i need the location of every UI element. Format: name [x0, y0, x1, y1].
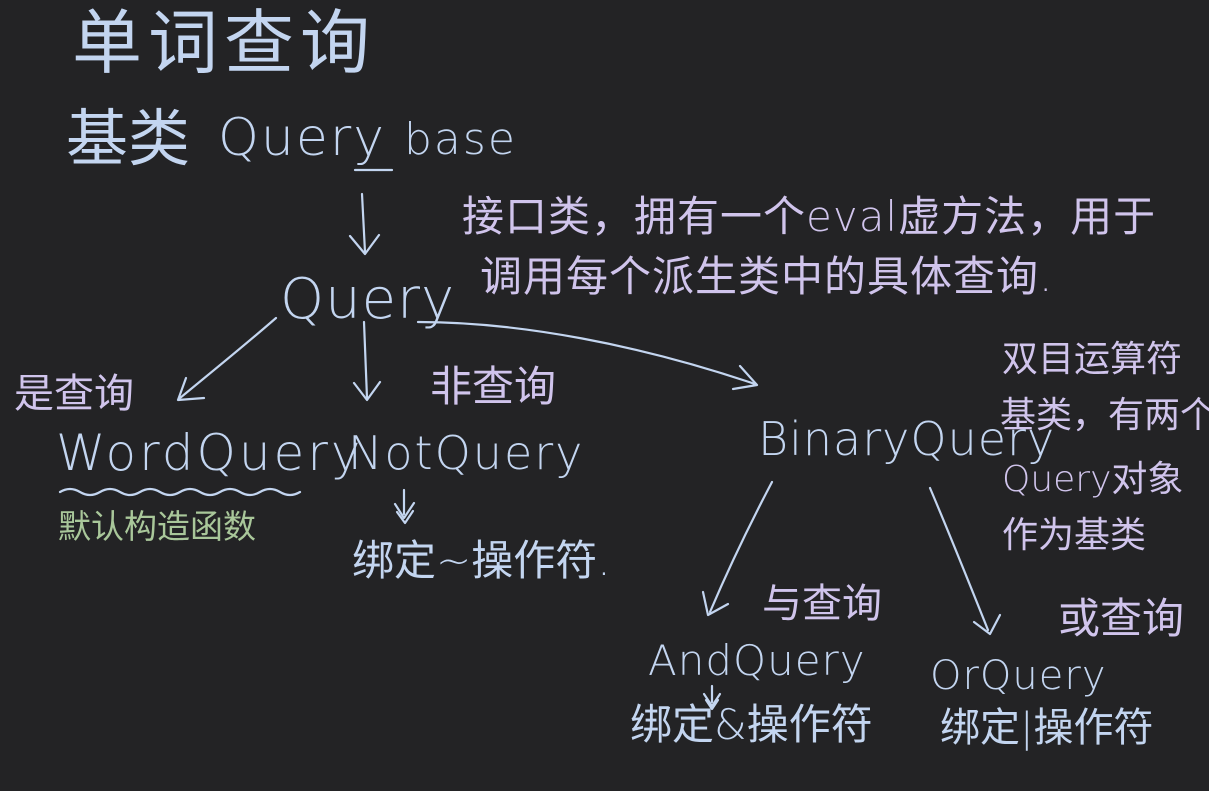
- base-class-name: Query: [218, 108, 387, 168]
- base-class-label: 基类: [66, 102, 191, 175]
- arrow-base-to-query: [360, 192, 367, 254]
- binary-query-node: BinaryQuery: [758, 412, 1056, 466]
- not-query-node: NotQuery: [348, 426, 585, 480]
- or-query-note: 绑定|操作符: [940, 705, 1154, 751]
- arrow-binary-to-or: [928, 486, 990, 632]
- page-title: 单词查询: [72, 2, 376, 84]
- arrowhead-query-to-word: [176, 376, 206, 402]
- binary-query-desc-line-3: Query对象: [1002, 459, 1184, 500]
- word-query-node: WordQuery: [56, 424, 364, 482]
- query-node: Query: [280, 267, 456, 332]
- not-query-label: 非查询: [430, 362, 557, 411]
- arrowhead-query-to-not: [352, 380, 382, 402]
- arrowhead-base-to-query: [348, 233, 381, 256]
- base-class-name-tail: base: [404, 114, 517, 165]
- not-query-note: 绑定~操作符.: [352, 536, 611, 585]
- arrowhead-query-to-binary: [731, 364, 759, 391]
- word-query-wavy-underline: [58, 487, 302, 497]
- arrowhead-and-to-note: [702, 692, 722, 708]
- arrowhead-not-to-note: [393, 501, 416, 520]
- binary-query-desc-line-1: 双目运算符: [1002, 339, 1183, 380]
- word-query-note: 默认构造函数: [58, 507, 256, 546]
- and-query-node: AndQuery: [648, 636, 866, 685]
- binary-query-desc-line-4: 作为基类: [1002, 515, 1147, 556]
- arrowhead-binary-to-or: [972, 613, 1002, 636]
- arrow-query-to-not: [362, 320, 369, 400]
- arrow-query-to-word: [178, 316, 278, 400]
- arrowhead-and-to-note-2: [704, 698, 720, 711]
- and-query-label: 与查询: [762, 581, 882, 627]
- interface-note-line-1: 接口类，拥有一个eval虚方法，用于: [462, 192, 1157, 241]
- and-query-note: 绑定&操作符: [630, 700, 873, 749]
- or-query-node: OrQuery: [930, 653, 1107, 699]
- word-query-label: 是查询: [14, 371, 134, 417]
- or-query-label: 或查询: [1058, 594, 1185, 643]
- arrow-query-to-binary: [416, 320, 757, 386]
- arrow-binary-to-and: [708, 480, 774, 614]
- interface-note-line-2: 调用每个派生类中的具体查询.: [480, 252, 1054, 301]
- arrowhead-binary-to-and: [701, 590, 730, 617]
- binary-query-desc-line-2: 基类，有两个: [1000, 395, 1209, 436]
- arrowhead-not-to-note-2: [395, 509, 415, 525]
